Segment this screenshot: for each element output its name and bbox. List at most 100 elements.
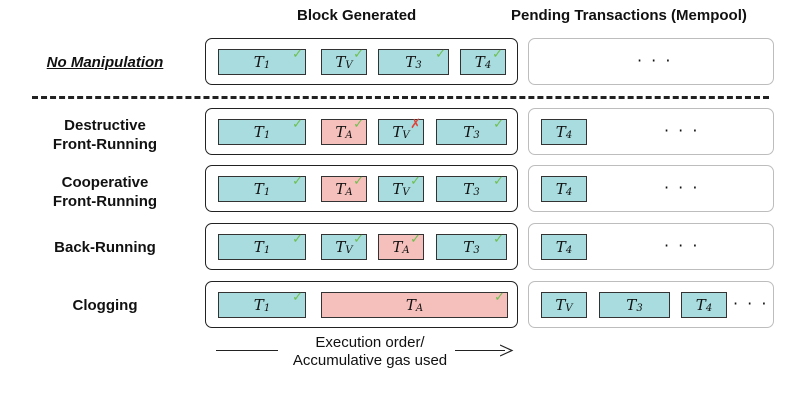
check-icon: ✓ (353, 232, 364, 247)
tx-base: T (555, 238, 566, 256)
row-label-destructive-front-running: Destructive Front-Running (15, 116, 195, 154)
tx-base: T (555, 123, 566, 141)
check-icon: ✓ (353, 174, 364, 189)
check-icon: ✓ (410, 174, 421, 189)
row-label-line: No Manipulation (46, 54, 164, 71)
tx-subscript: 3 (473, 186, 480, 198)
row-label-line: Front-Running (52, 193, 158, 210)
tx-base: T (555, 296, 566, 314)
tx-base: T (335, 238, 346, 256)
tx-subscript: A (345, 129, 353, 141)
row-label-back-running: Back-Running (15, 238, 195, 257)
tx-subscript: 4 (484, 59, 492, 71)
tx-subscript: A (345, 186, 353, 198)
check-icon: ✓ (492, 47, 503, 62)
tx-subscript: A (415, 302, 424, 314)
pending-ellipsis: · · · (664, 236, 700, 255)
tx-base: T (253, 296, 264, 314)
tx-base: T (405, 53, 416, 71)
check-icon: ✓ (410, 232, 421, 247)
mempool-header: Pending Transactions (Mempool) (511, 7, 747, 24)
tx-subscript: 3 (473, 244, 480, 256)
tx-base: T (335, 123, 346, 141)
check-icon: ✓ (292, 174, 303, 189)
row-label-line: Destructive (64, 117, 146, 134)
check-icon: ✓ (353, 117, 364, 132)
row-label-line: Clogging (72, 297, 138, 314)
arrow-line-right (455, 350, 505, 352)
check-icon: ✓ (292, 47, 303, 62)
pending-ellipsis: · · · (664, 121, 700, 140)
pending-box-row-3 (528, 223, 774, 270)
tx-subscript: V (565, 302, 573, 314)
row-label-clogging: Clogging (15, 296, 195, 315)
row-label-no-manipulation: No Manipulation (15, 53, 195, 72)
tx-base: T (474, 53, 485, 71)
check-icon: ✓ (493, 174, 504, 189)
tx-base: T (463, 180, 474, 198)
tx-base: T (555, 180, 566, 198)
tx-base: T (335, 180, 346, 198)
tx-subscript: 1 (263, 186, 271, 198)
arrow-head-icon (500, 344, 514, 357)
tx-subscript: 4 (565, 129, 573, 141)
tx-subscript: 4 (565, 186, 573, 198)
check-icon: ✓ (292, 232, 303, 247)
tx-base: T (253, 53, 264, 71)
arrow-label-line: Execution order/ (315, 334, 425, 351)
tx-subscript: V (345, 59, 353, 71)
tx-subscript: V (402, 186, 410, 198)
arrow-line-left (216, 350, 278, 352)
dashed-divider (32, 96, 769, 99)
tx-base: T (335, 53, 346, 71)
tx-subscript: 3 (415, 59, 422, 71)
tx-subscript: 1 (263, 302, 271, 314)
check-icon: ✓ (493, 117, 504, 132)
tx-base: T (253, 123, 264, 141)
row-label-line: Back-Running (54, 239, 156, 256)
check-icon: ✓ (353, 47, 364, 62)
check-icon: ✓ (494, 290, 505, 305)
tx-subscript: 4 (565, 244, 573, 256)
tx-subscript: 3 (473, 129, 480, 141)
pending-ellipsis: · · · (664, 178, 700, 197)
tx-subscript: 4 (705, 302, 713, 314)
tx-subscript: 3 (636, 302, 643, 314)
tx-base: T (392, 238, 403, 256)
tx-base: T (253, 238, 264, 256)
pending-ellipsis: · · · (733, 294, 769, 313)
execution-order-label: Execution order/ Accumulative gas used (260, 334, 480, 370)
tx-subscript: V (345, 244, 353, 256)
row-label-line: Cooperative (61, 174, 149, 191)
pending-ellipsis: · · · (637, 51, 673, 70)
check-icon: ✓ (493, 232, 504, 247)
block-generated-header: Block Generated (297, 7, 417, 24)
check-icon: ✓ (435, 47, 446, 62)
row-label-cooperative-front-running: Cooperative Front-Running (15, 173, 195, 211)
tx-subscript: V (402, 129, 410, 141)
tx-base: T (405, 296, 416, 314)
tx-base: T (695, 296, 706, 314)
tx-base: T (392, 123, 403, 141)
